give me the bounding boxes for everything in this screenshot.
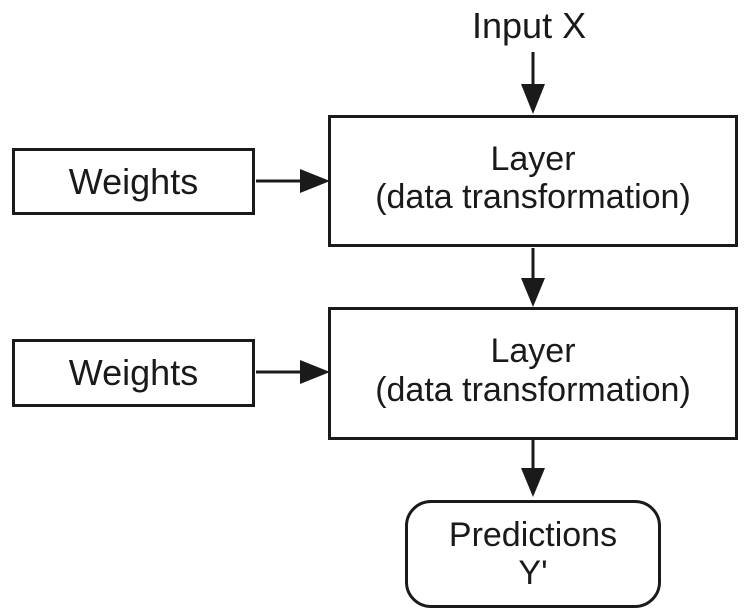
weights-label: Weights (68, 160, 199, 202)
layer-subtitle: (data transformation) (375, 370, 691, 409)
weights-label: Weights (68, 352, 199, 393)
layer-subtitle: (data transformation) (375, 178, 691, 216)
weights-box-1: Weights (12, 148, 255, 215)
input-label: Input X (472, 5, 587, 46)
layer-title: Layer (490, 139, 576, 178)
arrow-layer-2-to-predictions (521, 440, 545, 497)
predictions-symbol: Y' (518, 554, 548, 592)
arrow-layer-1-to-layer-2 (521, 248, 545, 307)
arrow-weights-2-to-layer-2 (256, 360, 330, 384)
layer-box-2: Layer (data transformation) (328, 307, 738, 440)
layer-box-1: Layer (data transformation) (328, 115, 738, 247)
arrow-input-to-layer-1 (521, 52, 545, 114)
weights-box-2: Weights (12, 339, 255, 407)
predictions-box: Predictions Y' (405, 500, 661, 608)
predictions-label: Predictions (448, 515, 618, 554)
layer-title: Layer (490, 332, 576, 371)
arrow-weights-1-to-layer-1 (256, 169, 330, 193)
